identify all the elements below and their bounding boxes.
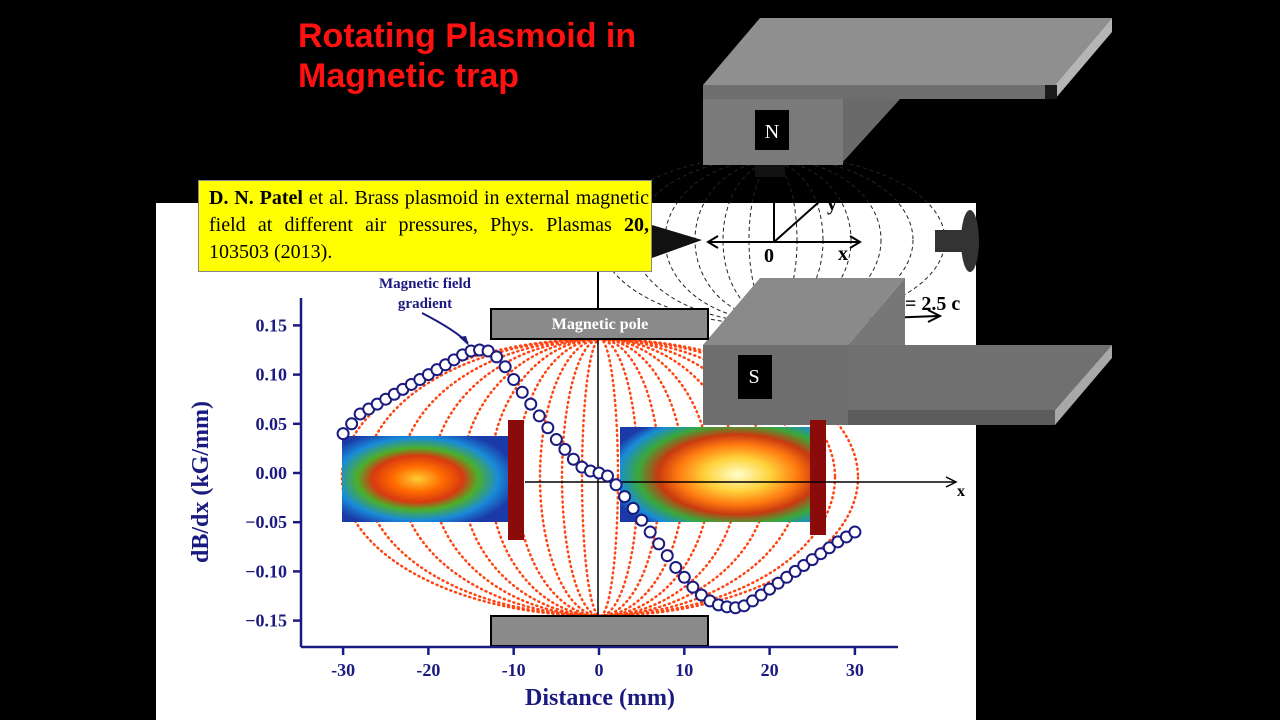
data-point [549,433,563,447]
data-point [677,570,691,584]
axis-y-label: y [827,193,837,215]
y-tick-label: −0.10 [245,561,287,581]
data-point [797,558,811,572]
x-axis-label: Distance (mm) [525,685,675,711]
gradient-label-line-2: gradient [398,296,452,312]
data-point [345,417,359,431]
axis-z-label: z [760,179,769,201]
axis-x-label: x [838,243,848,265]
data-point [686,580,700,594]
y-tick-label: 0.00 [256,463,288,483]
data-point [601,469,615,483]
chart-series [336,343,862,615]
data-point [694,588,708,602]
chart-ticks [293,324,857,655]
data-point [498,360,512,374]
data-point [541,421,555,435]
x-tick-label: -10 [502,660,526,680]
x-tick-label: -20 [416,660,440,680]
data-point [780,570,794,584]
magnetic-pole-top: Magnetic pole [490,308,709,340]
magnet-north: N [703,18,1112,177]
data-point [507,373,521,387]
origin-label: 0 [764,245,774,267]
x-tick-label: 30 [846,660,864,680]
y-axis-label: dB/dx (kG/mm) [188,401,214,563]
diagram-side-elements [652,210,979,272]
y-tick-label: −0.05 [245,512,287,532]
y-tick-label: −0.15 [245,611,287,631]
plasmoid-image-right [620,427,810,522]
citation-box: D. N. Patel et al. Brass plasmoid in ext… [198,180,652,272]
chart-tick-labels: -30 -20 -10 0 10 20 30 0.15 0.10 0.05 0.00 −0.05 −0.… [245,315,864,680]
magnetic-pole-bottom [490,615,709,647]
slide-title: Rotating Plasmoid in Magnetic trap [298,16,636,96]
data-point [822,541,836,555]
data-point [814,547,828,561]
data-point [763,582,777,596]
x-tick-label: 0 [595,660,604,680]
data-point [660,549,674,563]
data-point [771,576,785,590]
data-point [524,397,538,411]
data-point [618,490,632,504]
data-point [626,501,640,515]
data-point [788,564,802,578]
distance-label: x = 2.5 c [890,293,960,315]
magnetic-pole-label: Magnetic pole [552,316,648,333]
plasmoid-image-left [342,436,510,522]
data-point [746,594,760,608]
target-right [810,420,826,535]
data-point [336,427,350,441]
pole-n-label: N [765,121,779,143]
target-left [508,420,524,540]
data-point [481,344,495,358]
citation-volume: 20, [624,214,649,236]
magnet-south: S [703,278,1112,425]
data-point [515,385,529,399]
gradient-annotation: Magnetic field gradient [379,276,472,346]
data-point [669,560,683,574]
y-tick-label: 0.05 [256,414,288,434]
x-tick-label: -30 [331,660,355,680]
data-point [609,478,623,492]
pole-s-label: S [748,366,759,388]
data-point [490,350,504,364]
x-tick-label: 20 [761,660,779,680]
citation-author: D. N. Patel [209,187,303,209]
y-tick-label: 0.10 [256,365,288,385]
slide-title-line-1: Rotating Plasmoid in [298,17,637,55]
data-point [652,537,666,551]
inner-x-axis-label: x [957,483,965,500]
data-point [635,513,649,527]
data-point [754,588,768,602]
slide-title-line-2: Magnetic trap [298,57,520,95]
x-tick-label: 10 [675,660,693,680]
citation-text-1: et al. Brass plasmoid in external magnet… [209,187,649,236]
data-point [566,452,580,466]
data-point [805,553,819,567]
gradient-label-line-1: Magnetic field [379,276,472,292]
data-point [848,525,862,539]
data-point [532,409,546,423]
data-point [643,525,657,539]
citation-text-2: 103503 (2013). [209,241,333,263]
data-point [558,442,572,456]
y-tick-label: 0.15 [256,315,288,335]
